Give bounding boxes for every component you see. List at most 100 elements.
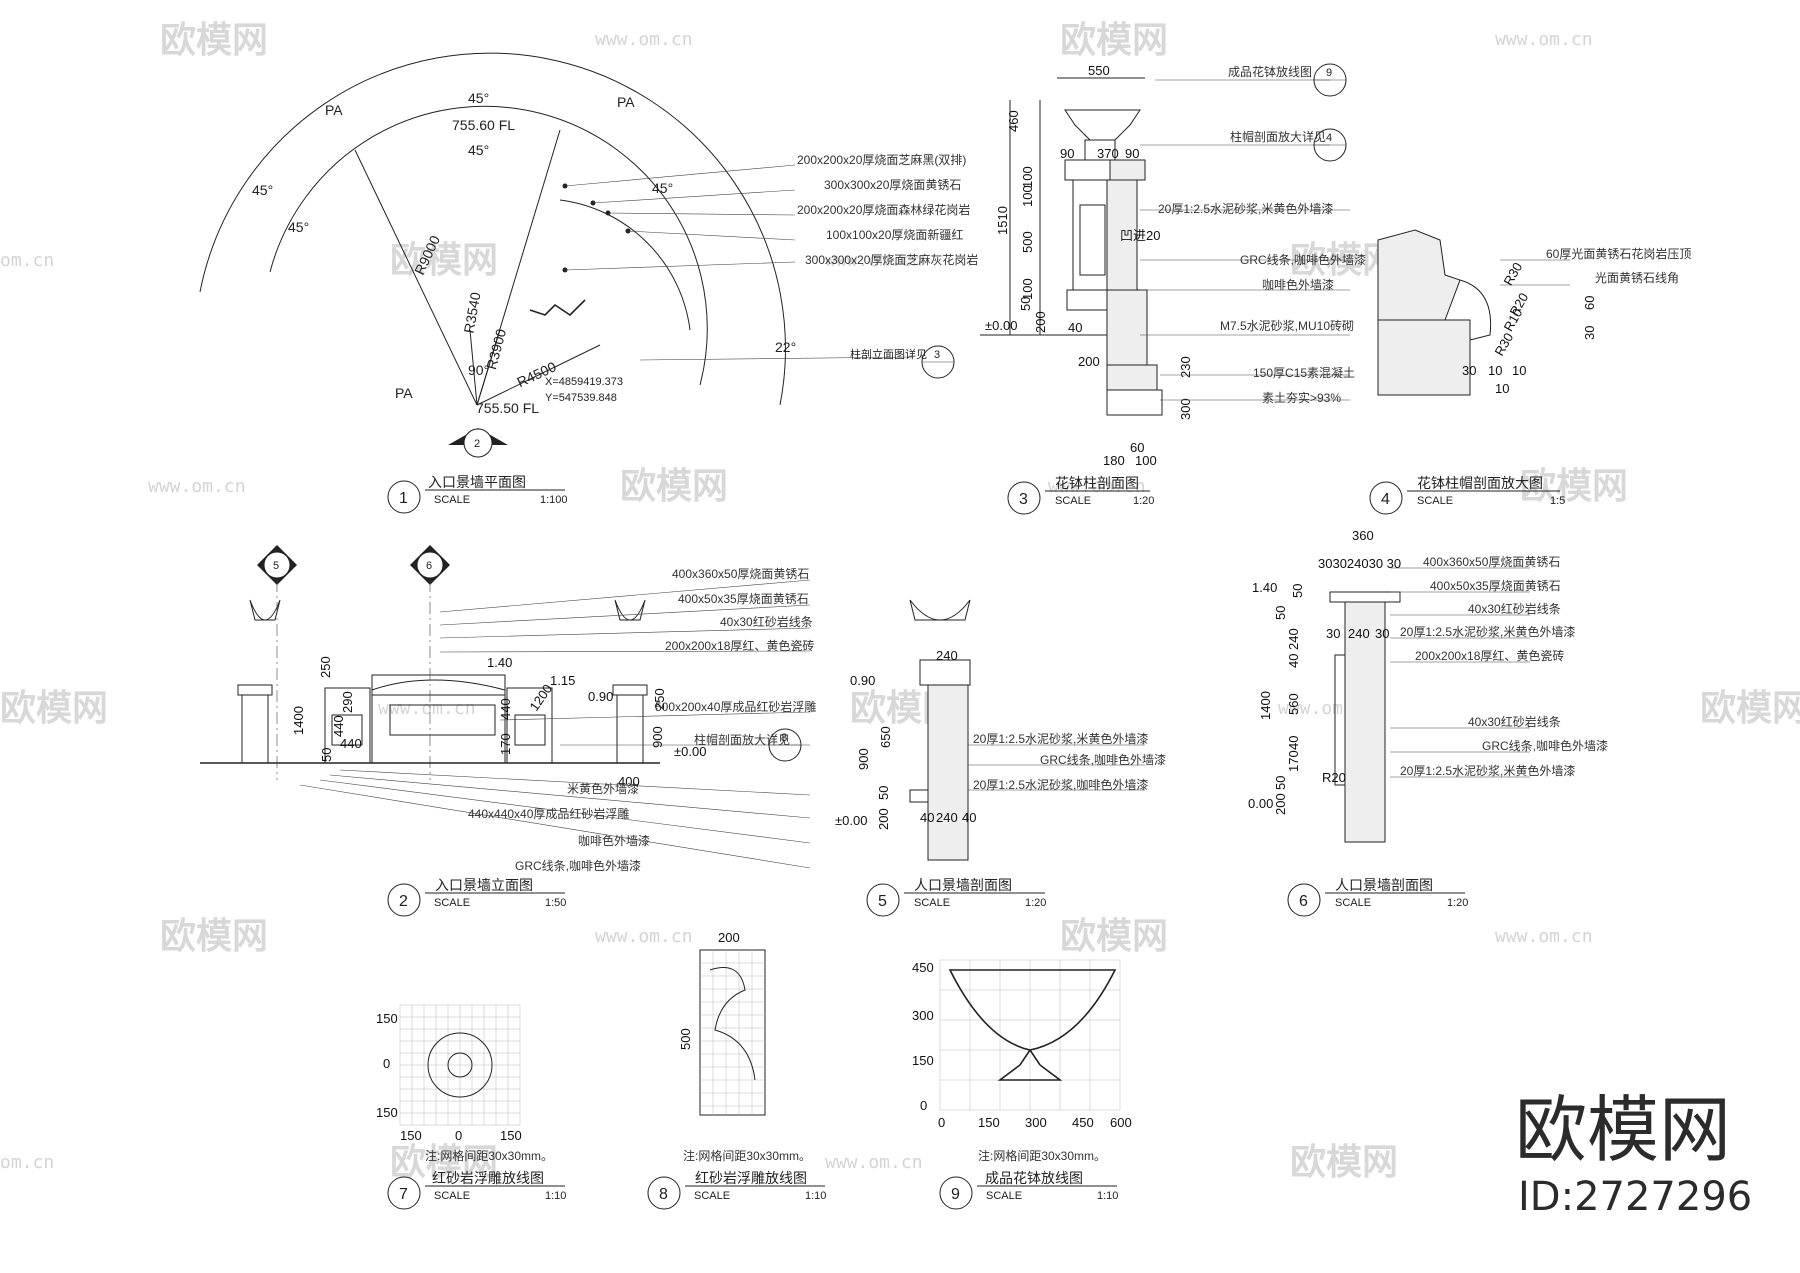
plan-level-bottom: 755.50 FL: [476, 400, 539, 416]
plan-angle-label: 45°: [468, 142, 489, 158]
detail7-tick: 150: [500, 1128, 522, 1143]
section-5-view: 240 0.90 650 900 50 200 40 240 40 ±0.00 …: [835, 599, 1166, 861]
elevation-coping: [371, 679, 506, 696]
section4-dimension: 10: [1512, 363, 1526, 378]
watermark-brand: 欧模网: [1060, 916, 1168, 957]
section3-cap-section: [1109, 159, 1146, 181]
detail8-grid-frame: [699, 949, 766, 1116]
plan-pa-label: PA: [325, 102, 343, 118]
section6-dimension: 1.40: [1252, 580, 1277, 595]
svg-text:100: 100: [1020, 278, 1035, 300]
svg-text:花钵柱剖面图: 花钵柱剖面图: [1055, 475, 1139, 491]
plan-inner-arc: [559, 199, 691, 331]
section6-radius: R20: [1322, 770, 1346, 785]
section6-dimension: 1400: [1258, 691, 1273, 720]
section5-cap: [919, 659, 971, 686]
watermarks: 欧模网 www.om.cn 欧模网 www.om.cn om.cn 欧模网 ww…: [0, 20, 1800, 1183]
section3-note: M7.5水泥砂浆,MU10砖砌: [1220, 318, 1354, 333]
svg-text:1510: 1510: [995, 206, 1010, 235]
section6-top-dimension: 360: [1352, 528, 1374, 543]
plan-angle-label: 45°: [288, 219, 309, 235]
detail9-tick: 600: [1110, 1115, 1132, 1130]
view-title-1: 1 入口景墙平面图 SCALE 1:100: [387, 474, 568, 514]
view-title-9: 9 成品花钵放线图 SCALE 1:10: [939, 1170, 1118, 1210]
elevation-note: GRC线条,咖啡色外墙漆: [515, 858, 641, 873]
section6-inner-dimension: 30: [1326, 626, 1340, 641]
plan-section-marker: [463, 428, 493, 458]
plan-leaders: [564, 164, 913, 361]
elevation-dimension: 1400: [291, 706, 306, 735]
view-title-5: 5 人口景墙剖面图 SCALE 1:20: [866, 877, 1046, 917]
section5-urn: [909, 599, 971, 621]
section3-base-dimension: 230: [1178, 356, 1193, 378]
detail7-tick: 150: [376, 1011, 398, 1026]
svg-text:SCALE: SCALE: [1335, 897, 1371, 909]
elevation-square-relief: [514, 714, 546, 746]
watermark-url: www.om.cn: [825, 1152, 923, 1173]
detail9-tick: 300: [1025, 1115, 1047, 1130]
plan-level-top: 755.60 FL: [452, 117, 515, 133]
plan-coordinate-y: Y=547539.848: [545, 392, 617, 404]
view-title-2: 2 入口景墙立面图 SCALE 1:50: [387, 877, 566, 917]
svg-text:红砂岩浮雕放线图: 红砂岩浮雕放线图: [695, 1170, 807, 1186]
elevation-note: 咖啡色外墙漆: [578, 833, 650, 848]
elevation-level: ±0.00: [674, 744, 706, 759]
section3-inner-dimension: 370: [1097, 146, 1119, 161]
section6-level: 0.00: [1248, 796, 1273, 811]
svg-text:1:100: 1:100: [540, 494, 568, 506]
svg-text:SCALE: SCALE: [434, 494, 470, 506]
svg-text:1:20: 1:20: [1133, 495, 1154, 507]
elevation-note: 米黄色外墙漆: [567, 782, 639, 796]
detail9-gridlines: [939, 959, 1121, 1111]
view-title-7: 7 红砂岩浮雕放线图 SCALE 1:10: [387, 1170, 566, 1210]
section4-note: 光面黄锈石线角: [1595, 271, 1679, 285]
svg-text:入口景墙平面图: 入口景墙平面图: [428, 474, 526, 490]
detail7-note: 注:网格间距30x30mm。: [425, 1148, 553, 1163]
section5-level: 0.90: [850, 673, 875, 688]
elevation-dimension: 250: [318, 656, 333, 678]
view-title-3: 3 花钵柱剖面图 SCALE 1:20: [1007, 475, 1154, 515]
detail9-tick: 300: [912, 1008, 934, 1023]
section3-leaders: [1140, 79, 1350, 401]
elevation-wall: [371, 674, 506, 764]
section6-note: 40x30红砂岩线条: [1468, 601, 1561, 616]
plan-section-marker-number: 2: [474, 438, 480, 450]
svg-text:1:10: 1:10: [805, 1190, 826, 1202]
detail7-rosette-center: [447, 1052, 473, 1078]
section3-level: ±0.00: [985, 318, 1017, 333]
elevation-dimension: 290: [340, 691, 355, 713]
elevation-callout-number: 8: [781, 732, 787, 744]
detail9-tick: 0: [920, 1098, 927, 1113]
plan-angle-label: 45°: [252, 182, 273, 198]
plan-view: 45° 45° 45° 45° 45° 22° PA PA PA 755.60 …: [199, 52, 978, 458]
section5-note: GRC线条,咖啡色外墙漆: [1040, 752, 1166, 767]
elevation-dimension: 50: [319, 748, 334, 762]
view-title-6: 6 人口景墙剖面图 SCALE 1:20: [1287, 877, 1468, 917]
detail7-rosette: [427, 1032, 493, 1098]
section3-inner-dimension: 90: [1060, 146, 1074, 161]
brand-logo-text: 欧模网: [1515, 1088, 1731, 1172]
plan-angle-label: 45°: [468, 90, 489, 106]
plan-angle-label: 22°: [775, 339, 796, 355]
detail7-gridlines: [400, 1005, 520, 1125]
section3-note: GRC线条,咖啡色外墙漆: [1240, 252, 1366, 267]
svg-text:460: 460: [1006, 110, 1021, 132]
section6-note: 20厚1:2.5水泥砂浆,米黄色外墙漆: [1400, 624, 1575, 639]
watermark-brand: 欧模网: [390, 240, 498, 281]
section3-note: 150厚C15素混凝土: [1253, 365, 1355, 380]
elevation-dimension: 250: [652, 688, 667, 710]
detail9-tick: 150: [912, 1053, 934, 1068]
section3-footing: [1106, 364, 1158, 391]
section3-top-dimension: 550: [1088, 63, 1110, 78]
elevation-note: 柱帽剖面放大详见: [694, 732, 790, 747]
svg-text:100: 100: [1020, 185, 1035, 207]
svg-text:3: 3: [1019, 491, 1028, 508]
watermark-brand: 欧模网: [390, 1142, 498, 1183]
section3-note: 柱帽剖面放大详见: [1230, 129, 1326, 144]
watermark-url-fragment: om.cn: [0, 1152, 54, 1173]
svg-text:人口景墙剖面图: 人口景墙剖面图: [914, 877, 1012, 893]
svg-text:6: 6: [1299, 893, 1308, 910]
section5-dimension: 240: [936, 810, 958, 825]
svg-text:1:50: 1:50: [545, 897, 566, 909]
section4-dimension: 30: [1582, 326, 1597, 340]
